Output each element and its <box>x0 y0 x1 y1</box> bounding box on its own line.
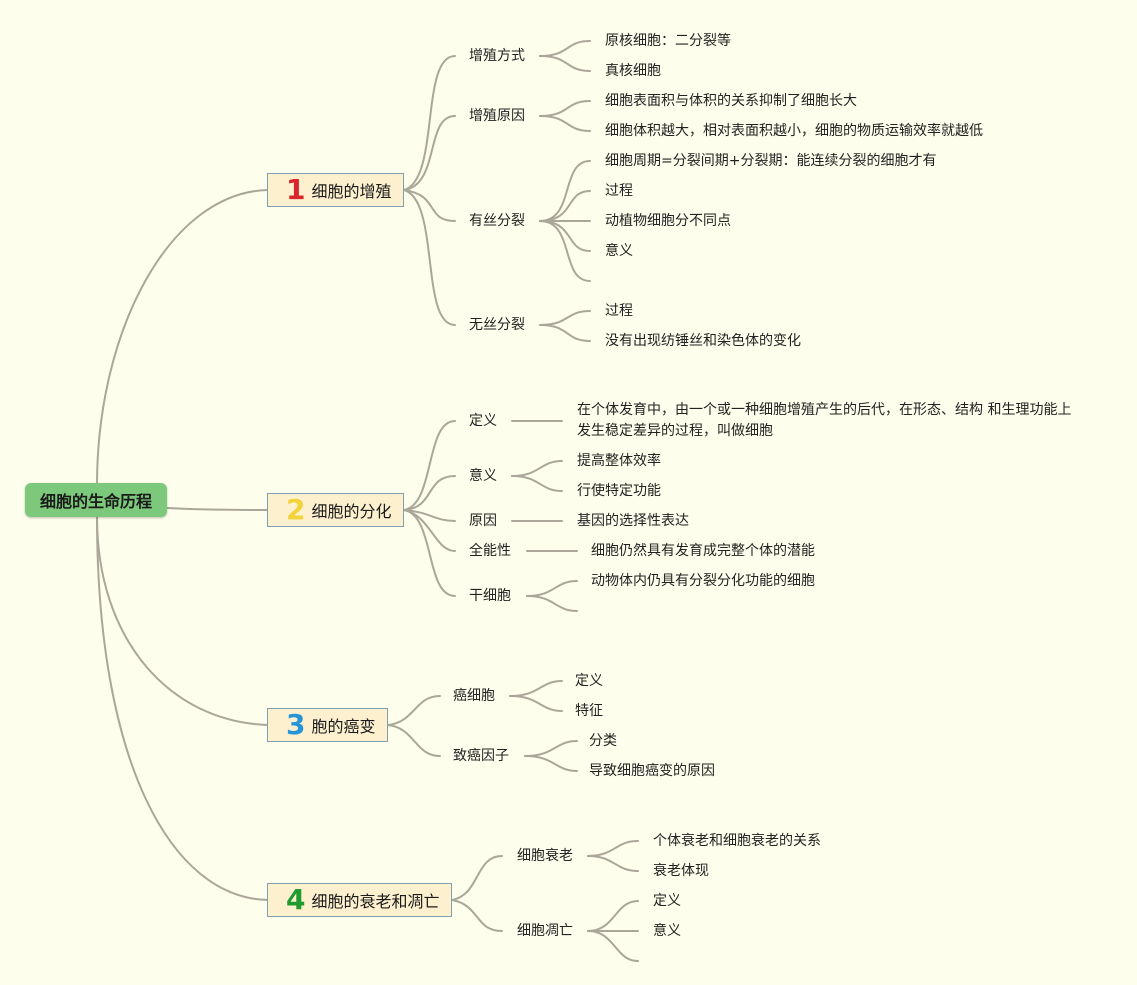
connector-b1-s2-i2 <box>539 115 591 132</box>
branch-title: 细胞的分化 <box>311 502 392 521</box>
sub-topic[interactable]: 增殖原因 <box>469 108 525 124</box>
branch-cell-aging-and-death[interactable]: 4 细胞的衰老和凋亡 <box>267 883 452 917</box>
connector-root-b1 <box>96 189 269 486</box>
leaf-topic[interactable]: 意义 <box>605 243 633 259</box>
connector-root-b4 <box>96 516 269 901</box>
connector-b1-s2 <box>403 115 456 191</box>
leaf-topic[interactable]: 细胞周期=分裂间期+分裂期：能连续分裂的细胞才有 <box>605 153 937 169</box>
connector-b2-s1 <box>403 420 456 511</box>
branch-title: 细胞的增殖 <box>311 182 392 201</box>
root-topic[interactable]: 细胞的生命历程 <box>25 483 167 517</box>
leaf-topic[interactable]: 细胞仍然具有发育成完整个体的潜能 <box>591 543 815 559</box>
connector-b1-s4-i2 <box>539 324 591 342</box>
number-four-icon: 4 <box>286 883 306 916</box>
connector-b4-s1-i1 <box>587 840 639 857</box>
sub-topic[interactable]: 无丝分裂 <box>469 317 525 333</box>
connector-b3-s1 <box>387 695 441 726</box>
leaf-topic[interactable]: 导致细胞癌变的原因 <box>589 763 715 779</box>
leaf-topic[interactable]: 在个体发育中，由一个或一种细胞增殖产生的后代，在形态、结构 和生理功能上发生稳定… <box>577 402 1072 439</box>
leaf-topic[interactable]: 行使特定功能 <box>577 483 661 499</box>
connector-b2-s5-i2 <box>526 595 578 612</box>
leaf-topic[interactable]: 动植物细胞分不同点 <box>605 213 731 229</box>
sub-topic[interactable]: 细胞凋亡 <box>517 923 573 939</box>
connector-b1-s1-i2 <box>539 55 591 72</box>
sub-topic[interactable]: 增殖方式 <box>469 48 525 64</box>
connector-b1-s1 <box>403 55 456 191</box>
connector-b1-s4-i1 <box>539 310 591 326</box>
leaf-topic[interactable]: 过程 <box>605 183 633 199</box>
connector-b4-s2-i3 <box>587 930 639 962</box>
leaf-topic[interactable]: 细胞体积越大，相对表面积越小，细胞的物质运输效率就越低 <box>605 123 983 139</box>
connector-b1-s3 <box>403 189 456 222</box>
connector-b2-s2-i2 <box>511 475 563 492</box>
connector-b4-s1-i2 <box>587 855 639 872</box>
sub-topic[interactable]: 细胞衰老 <box>517 848 573 864</box>
connector-b1-s3-i1 <box>539 160 591 222</box>
leaf-topic[interactable]: 提高整体效率 <box>577 453 661 469</box>
connector-root-b2 <box>166 507 269 511</box>
connector-b1-s1-i1 <box>539 40 591 57</box>
sub-topic[interactable]: 全能性 <box>469 543 511 559</box>
number-one-icon: 1 <box>286 173 306 206</box>
branch-cell-canceration[interactable]: 3 胞的癌变 <box>267 708 388 742</box>
sub-topic[interactable]: 癌细胞 <box>453 688 495 704</box>
sub-topic[interactable]: 有丝分裂 <box>469 213 525 229</box>
leaf-topic[interactable]: 分类 <box>589 733 617 749</box>
connector-b3-s1-i2 <box>509 695 563 712</box>
connector-b2-s2 <box>403 475 456 511</box>
connector-b2-s2-i1 <box>511 460 563 477</box>
connector-b2-s3 <box>403 509 456 522</box>
connector-b2-s5 <box>403 509 456 597</box>
connector-b3-s2-i1 <box>524 740 578 757</box>
sub-topic[interactable]: 定义 <box>469 413 497 429</box>
leaf-topic[interactable]: 过程 <box>605 303 633 319</box>
branch-cell-proliferation[interactable]: 1 细胞的增殖 <box>267 173 404 207</box>
connector-b3-s2 <box>387 724 441 757</box>
connector-b3-s1-i1 <box>509 680 563 697</box>
sub-topic[interactable]: 干细胞 <box>469 588 511 604</box>
leaf-topic[interactable]: 定义 <box>653 893 681 909</box>
branch-cell-differentiation[interactable]: 2 细胞的分化 <box>267 493 404 527</box>
leaf-topic[interactable]: 基因的选择性表达 <box>577 513 689 529</box>
leaf-topic[interactable]: 没有出现纺锤丝和染色体的变化 <box>605 333 801 349</box>
connector-b4-s2-i1 <box>587 900 639 932</box>
leaf-topic[interactable]: 原核细胞：二分裂等 <box>605 33 731 49</box>
leaf-topic[interactable]: 动物体内仍具有分裂分化功能的细胞 <box>591 573 815 589</box>
number-two-icon: 2 <box>286 493 306 526</box>
branch-title: 胞的癌变 <box>311 717 376 736</box>
leaf-topic[interactable]: 细胞表面积与体积的关系抑制了细胞长大 <box>605 93 857 109</box>
leaf-topic[interactable]: 特征 <box>575 703 603 719</box>
leaf-topic[interactable]: 意义 <box>653 923 681 939</box>
leaf-topic[interactable]: 个体衰老和细胞衰老的关系 <box>653 833 821 849</box>
connector-b1-s4 <box>403 189 456 326</box>
connector-b1-s2-i1 <box>539 100 591 117</box>
sub-topic[interactable]: 原因 <box>469 513 497 529</box>
connector-root-b3 <box>96 516 269 726</box>
connector-b2-s5-i1 <box>526 580 578 597</box>
connector-b1-s3-i5 <box>539 220 591 282</box>
leaf-topic[interactable]: 定义 <box>575 673 603 689</box>
number-three-icon: 3 <box>286 708 306 741</box>
connector-b4-s2 <box>451 899 503 932</box>
connector-b4-s1 <box>451 855 503 901</box>
branch-title: 细胞的衰老和凋亡 <box>311 892 440 911</box>
sub-topic[interactable]: 致癌因子 <box>453 748 509 764</box>
leaf-topic[interactable]: 衰老体现 <box>653 863 709 879</box>
leaf-topic[interactable]: 真核细胞 <box>605 63 661 79</box>
connector-b3-s2-i2 <box>524 755 578 772</box>
sub-topic[interactable]: 意义 <box>469 468 497 484</box>
